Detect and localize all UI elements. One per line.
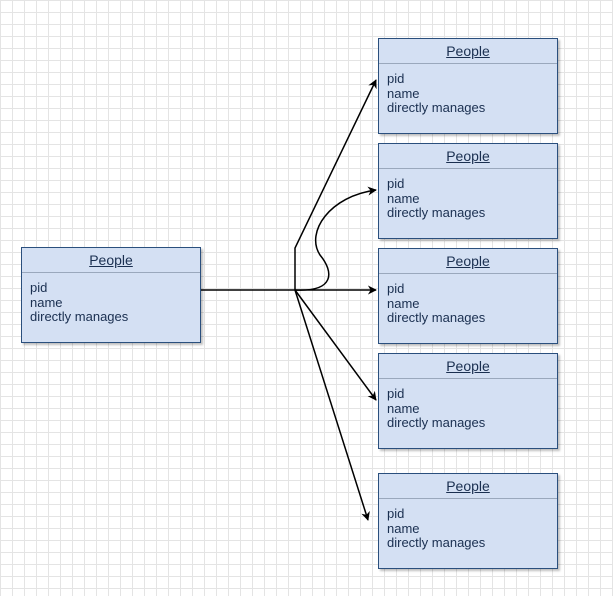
entity-attribute: name: [30, 294, 63, 310]
entity-attribute: name: [387, 85, 420, 101]
entity-attribute: pid: [387, 506, 405, 521]
target-entity-box-1[interactable]: People pid name directly manages: [378, 38, 558, 134]
entity-attribute: directly manages: [387, 535, 486, 550]
entity-title: People: [379, 39, 557, 64]
entity-attribute: pid: [387, 71, 405, 86]
entity-title: People: [379, 144, 557, 169]
target-entity-box-2[interactable]: People pid name directly manages: [378, 143, 558, 239]
entity-attribute-list: pid name directly manages: [379, 169, 557, 221]
entity-title: People: [379, 249, 557, 274]
target-entity-box-3[interactable]: People pid name directly manages: [378, 248, 558, 344]
entity-title: People: [379, 354, 557, 379]
entity-attribute-list: pid name directly manages: [379, 379, 557, 431]
target-entity-box-5[interactable]: People pid name directly manages: [378, 473, 558, 569]
entity-attribute: directly manages: [387, 205, 486, 220]
entity-attribute: pid: [30, 280, 48, 295]
connector-arrow-2[interactable]: [294, 186, 377, 291]
entity-attribute: pid: [387, 281, 405, 296]
entity-attribute: directly manages: [387, 310, 486, 325]
connector-arrow-5[interactable]: [294, 289, 370, 521]
entity-attribute-list: pid name directly manages: [379, 64, 557, 116]
entity-attribute-list: pid name directly manages: [379, 499, 557, 551]
entity-title: People: [379, 474, 557, 499]
entity-title: People: [22, 248, 200, 273]
entity-attribute: name: [387, 520, 420, 536]
entity-attribute: name: [387, 295, 420, 311]
entity-attribute: directly manages: [387, 100, 486, 115]
entity-attribute: name: [387, 190, 420, 206]
entity-attribute-list: pid name directly manages: [379, 274, 557, 326]
target-entity-box-4[interactable]: People pid name directly manages: [378, 353, 558, 449]
entity-attribute: directly manages: [30, 309, 129, 324]
entity-attribute: pid: [387, 386, 405, 401]
entity-attribute: name: [387, 400, 420, 416]
entity-attribute: directly manages: [387, 415, 486, 430]
connector-arrow-4[interactable]: [294, 289, 377, 401]
entity-attribute: pid: [387, 176, 405, 191]
source-entity-box[interactable]: People pid name directly manages: [21, 247, 201, 343]
connector-arrow-1[interactable]: [294, 79, 377, 290]
entity-attribute-list: pid name directly manages: [22, 273, 200, 325]
